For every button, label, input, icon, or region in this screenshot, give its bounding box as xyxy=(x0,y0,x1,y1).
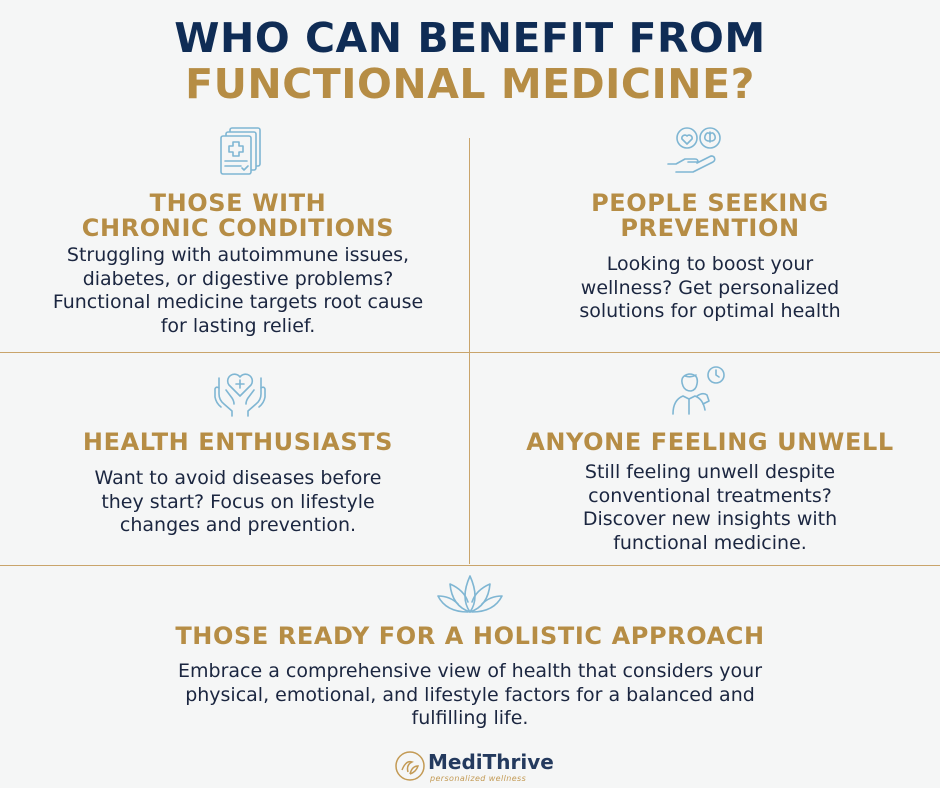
heading-line: ANYONE FEELING UNWELL xyxy=(526,428,894,456)
section-heading-enthusiasts: HEALTH ENTHUSIASTS xyxy=(40,430,436,455)
heading-line: THOSE WITH xyxy=(149,189,327,217)
description-line: conventional treatments? xyxy=(588,484,832,507)
horizontal-divider-bottom xyxy=(0,565,940,566)
section-heading-prevention: PEOPLE SEEKING PREVENTION xyxy=(500,191,920,241)
hands-heart-icon xyxy=(211,366,269,418)
page-title-line-1: WHO CAN BENEFIT FROM xyxy=(174,14,766,62)
brand-tagline: personalized wellness xyxy=(430,774,527,783)
description-line: physical, emotional, and lifestyle facto… xyxy=(185,683,755,706)
description-line: Looking to boost your xyxy=(606,253,814,275)
description-line: changes and prevention. xyxy=(119,514,357,536)
description-line: Want to avoid diseases before xyxy=(94,467,382,489)
description-line: Embrace a comprehensive view of health t… xyxy=(178,660,762,682)
section-heading-holistic: THOSE READY FOR A HOLISTIC APPROACH xyxy=(0,624,940,649)
section-description-chronic: Struggling with autoimmune issues, diabe… xyxy=(20,244,456,338)
description-line: diabetes, or digestive problems? xyxy=(82,267,394,290)
brand-logo: MediThrive personalized wellness xyxy=(394,748,554,784)
description-line: solutions for optimal health xyxy=(579,300,841,322)
horizontal-divider-top xyxy=(0,352,940,353)
lotus-icon xyxy=(436,570,504,618)
heading-line: PEOPLE SEEKING xyxy=(591,189,829,217)
section-description-prevention: Looking to boost your wellness? Get pers… xyxy=(500,253,920,324)
description-line: wellness? Get personalized xyxy=(580,276,840,299)
description-line: fulfilling life. xyxy=(411,707,529,729)
vertical-divider xyxy=(469,138,470,564)
description-line: they start? Focus on lifestyle xyxy=(101,490,375,513)
heading-line: PREVENTION xyxy=(620,214,800,242)
description-line: Struggling with autoimmune issues, xyxy=(66,244,410,266)
description-line: for lasting relief. xyxy=(160,314,316,337)
unwell-person-icon xyxy=(669,364,727,416)
page-title-line-2: FUNCTIONAL MEDICINE? xyxy=(185,60,755,108)
section-heading-chronic: THOSE WITH CHRONIC CONDITIONS xyxy=(40,191,436,241)
brand-name: MediThrive xyxy=(428,750,554,774)
section-description-holistic: Embrace a comprehensive view of health t… xyxy=(60,660,880,731)
section-description-enthusiasts: Want to avoid diseases before they start… xyxy=(40,467,436,538)
description-line: functional medicine. xyxy=(613,531,807,554)
heart-brain-hand-icon xyxy=(665,124,725,178)
description-line: Still feeling unwell despite xyxy=(584,461,836,483)
section-description-unwell: Still feeling unwell despite conventiona… xyxy=(500,461,920,555)
medical-records-icon xyxy=(216,125,268,177)
heading-line: HEALTH ENTHUSIASTS xyxy=(82,428,394,456)
heading-line: CHRONIC CONDITIONS xyxy=(81,214,395,242)
description-line: Functional medicine targets root cause xyxy=(52,291,424,313)
section-heading-unwell: ANYONE FEELING UNWELL xyxy=(480,430,940,455)
heading-line: THOSE READY FOR A HOLISTIC APPROACH xyxy=(175,622,765,650)
description-line: Discover new insights with xyxy=(582,508,838,530)
logo-mark-icon xyxy=(395,751,425,781)
